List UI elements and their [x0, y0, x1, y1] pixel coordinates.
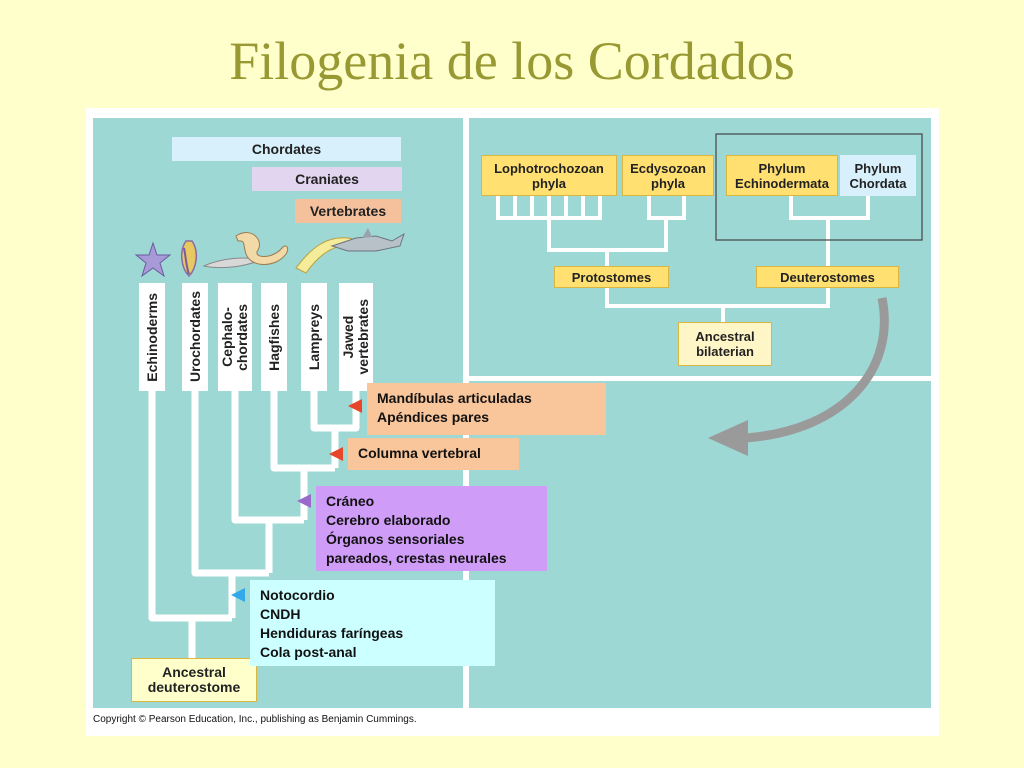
- group-vertebrates: Vertebrates: [295, 199, 401, 223]
- character-box-vertebral-column: Columna vertebral: [348, 438, 519, 470]
- taxon-urochordates: Urochordates: [182, 283, 208, 391]
- marker-vertebral-column: [329, 447, 343, 461]
- marker-jaws: [348, 399, 362, 413]
- branch-echinoderms: [148, 390, 232, 622]
- starfish-icon: [134, 241, 172, 278]
- marker-cranium: [297, 494, 311, 508]
- inset-cladogram: [496, 196, 870, 322]
- slide-title: Filogenia de los Cordados: [229, 31, 795, 91]
- marker-notochord: [231, 588, 245, 602]
- chordata-highlight-box: [715, 133, 923, 241]
- phylogeny-figure: Chordates Craniates Vertebrates Echinode…: [86, 108, 939, 736]
- hagfish-icon: [235, 232, 289, 265]
- branch-urochordates: [191, 390, 269, 577]
- inset-bilaterian-join: [605, 288, 830, 308]
- taxon-cephalochordates: Cephalo- chordates: [218, 283, 252, 391]
- group-craniates: Craniates: [252, 167, 402, 191]
- inset-lopho-fan: [496, 196, 602, 220]
- taxon-lampreys: Lampreys: [301, 283, 327, 391]
- curved-arrow-icon: [708, 297, 889, 456]
- taxon-hagfishes: Hagfishes: [261, 283, 287, 391]
- shark-icon: [330, 228, 405, 252]
- group-chordates: Chordates: [172, 137, 401, 161]
- taxon-jawed-vertebrates: Jawed vertebrates: [339, 283, 373, 391]
- branch-cephalochordates: [231, 390, 304, 524]
- inset-protostomes: Protostomes: [554, 266, 669, 288]
- tunicate-icon: [181, 240, 197, 278]
- inset-deuterostomes: Deuterostomes: [756, 266, 899, 288]
- taxon-echinoderms: Echinoderms: [139, 283, 165, 391]
- branch-hagfish: [270, 390, 335, 472]
- copyright-notice: Copyright © Pearson Education, Inc., pub…: [93, 714, 417, 725]
